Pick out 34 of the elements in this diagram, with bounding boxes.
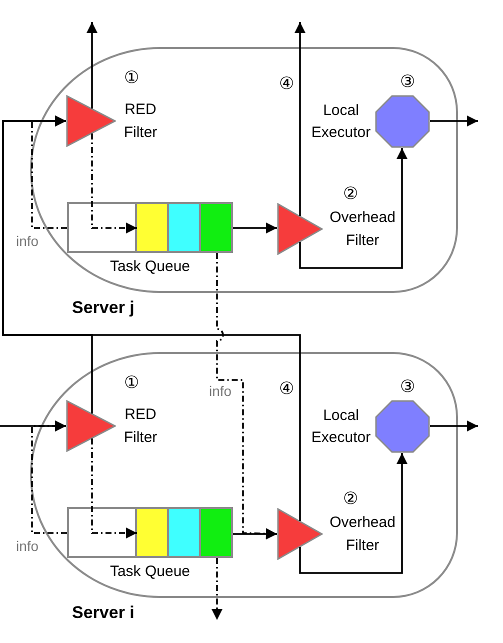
edge-label: info — [208, 383, 233, 399]
queue-label: Task Queue — [108, 562, 192, 582]
server-label: Server j — [72, 297, 134, 319]
step-number: ② — [343, 489, 358, 509]
edge-label: info — [15, 538, 40, 554]
filter-label: Overhead Filter — [328, 513, 396, 556]
step-number: ④ — [279, 74, 294, 94]
arrow — [430, 420, 478, 432]
filter-label: RED Filter — [122, 405, 158, 448]
arrow — [299, 148, 408, 269]
arrow — [430, 116, 478, 126]
executor-label: Local Executor — [310, 406, 372, 448]
step-number: ③ — [400, 377, 415, 397]
arrow — [233, 222, 277, 234]
arrow — [91, 133, 137, 234]
arrow — [299, 453, 408, 574]
step-number: ② — [343, 184, 358, 204]
arrow — [91, 438, 137, 538]
arrow — [31, 420, 67, 534]
step-number: ① — [124, 373, 139, 393]
arrow — [2, 116, 93, 414]
step-number: ③ — [400, 72, 415, 92]
edge-label: info — [15, 233, 40, 249]
queue-label: Task Queue — [108, 257, 192, 277]
step-number: ① — [124, 68, 139, 88]
filter-label: RED Filter — [122, 100, 158, 143]
filter-label: Overhead Filter — [328, 208, 396, 251]
arrow — [233, 528, 277, 540]
executor-label: Local Executor — [310, 101, 372, 143]
arrow — [212, 558, 222, 620]
server-label: Server i — [72, 602, 134, 624]
step-number: ④ — [279, 379, 294, 399]
arrow — [294, 22, 306, 216]
arrow — [86, 22, 98, 109]
